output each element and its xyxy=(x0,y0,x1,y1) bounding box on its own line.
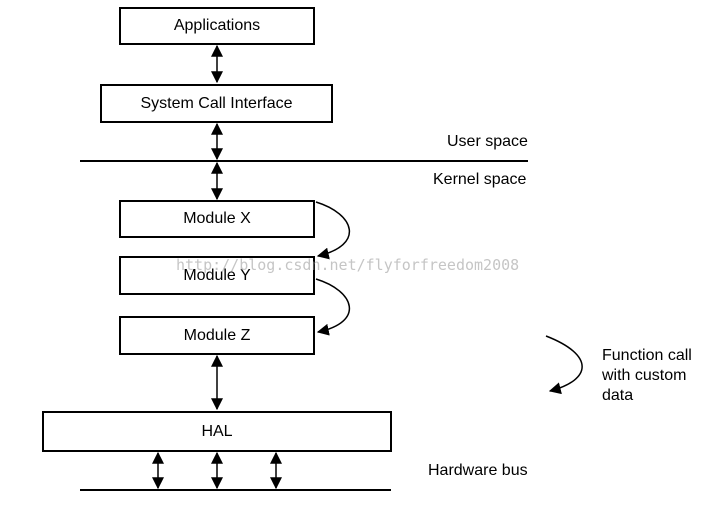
module-x-label: Module X xyxy=(183,210,251,227)
curve-x-to-y xyxy=(315,201,350,260)
legend-line-2: with custom xyxy=(602,367,687,384)
legend-line-1: Function call xyxy=(602,347,692,364)
module-x-box: Module X xyxy=(119,200,315,238)
module-z-label: Module Z xyxy=(183,326,251,344)
syscall-label: System Call Interface xyxy=(140,94,293,112)
kernel-space-label: Kernel space xyxy=(433,171,527,188)
applications-box: Applications xyxy=(119,7,315,45)
curve-y-to-z xyxy=(315,278,350,336)
module-y-box: Module Y xyxy=(119,256,315,295)
watermark: http://blog.csdn.net/flyforfreedom2008 xyxy=(176,256,520,274)
legend-text: Function call with custom data xyxy=(602,346,692,406)
hal-label: HAL xyxy=(201,422,233,440)
user-space-label: User space xyxy=(447,133,528,150)
legend-line-3: data xyxy=(602,387,634,404)
syscall-box: System Call Interface xyxy=(100,84,333,123)
legend-curve-arrow xyxy=(545,335,583,395)
module-y-label: Module Y xyxy=(183,266,251,284)
module-z-box: Module Z xyxy=(119,316,315,355)
hal-box: HAL xyxy=(42,411,392,452)
hardware-bus-label: Hardware bus xyxy=(428,462,528,479)
applications-label: Applications xyxy=(173,17,261,34)
